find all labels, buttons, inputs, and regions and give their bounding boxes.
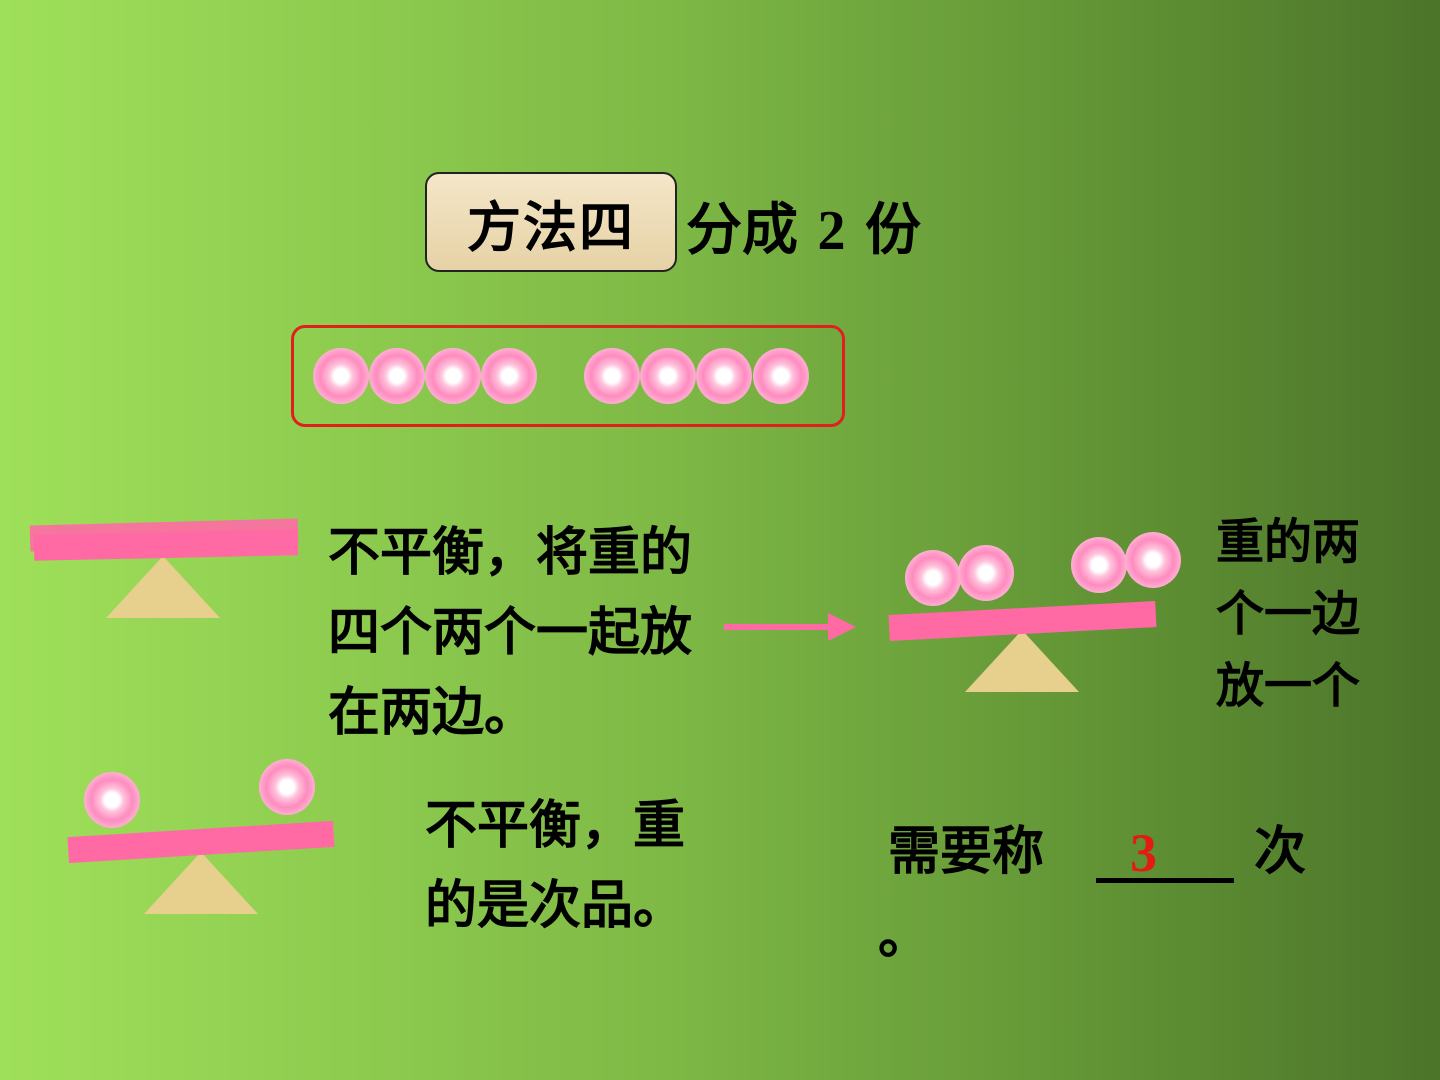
ball — [1071, 537, 1127, 593]
step2-text: 重的两 个一边 放一个 — [1216, 506, 1360, 722]
split-number: 2 — [817, 200, 846, 262]
scale-pivot — [965, 630, 1079, 692]
ball — [1125, 532, 1181, 588]
ball — [84, 772, 140, 828]
arrow-shaft — [724, 624, 832, 630]
answer-suffix: 次 — [1254, 822, 1307, 882]
answer-value: 3 — [1130, 823, 1157, 883]
step2-line1: 重的两 — [1216, 514, 1361, 570]
scale-beam — [33, 529, 299, 561]
ball — [753, 348, 809, 404]
heading-split-text: 分成 2 份 — [686, 196, 921, 266]
step2-line2: 个一边 — [1216, 586, 1361, 642]
step3-text: 不平衡，重 的是次品。 — [425, 786, 685, 946]
answer-blank-line — [1096, 878, 1234, 883]
step3-line2: 的是次品。 — [425, 876, 686, 936]
method-label-box: 方法四 — [425, 172, 677, 272]
ball — [905, 550, 961, 606]
ball — [369, 348, 425, 404]
ball — [425, 348, 481, 404]
scale-pivot — [144, 852, 258, 914]
step1-line1: 不平衡，将重的 — [328, 523, 693, 583]
step2-line3: 放一个 — [1216, 658, 1361, 714]
ball — [481, 348, 537, 404]
arrow-right-icon — [828, 613, 856, 641]
answer-prefix: 需要称 — [888, 822, 1045, 882]
step3-line1: 不平衡，重 — [425, 796, 686, 856]
ball — [313, 348, 369, 404]
ball — [259, 759, 315, 815]
scale-pivot — [106, 556, 220, 618]
ball — [958, 545, 1014, 601]
method-label: 方法四 — [467, 195, 635, 259]
ball — [640, 348, 696, 404]
ball — [696, 348, 752, 404]
step1-text: 不平衡，将重的 四个两个一起放 在两边。 — [328, 513, 692, 753]
split-text: 分成 — [686, 198, 798, 263]
step1-line2: 四个两个一起放 — [328, 603, 693, 663]
step1-line3: 在两边。 — [328, 683, 537, 743]
answer-end-mark: 。 — [878, 906, 931, 966]
ball-group-frame — [291, 325, 845, 427]
ball — [584, 348, 640, 404]
split-unit: 份 — [865, 198, 921, 263]
